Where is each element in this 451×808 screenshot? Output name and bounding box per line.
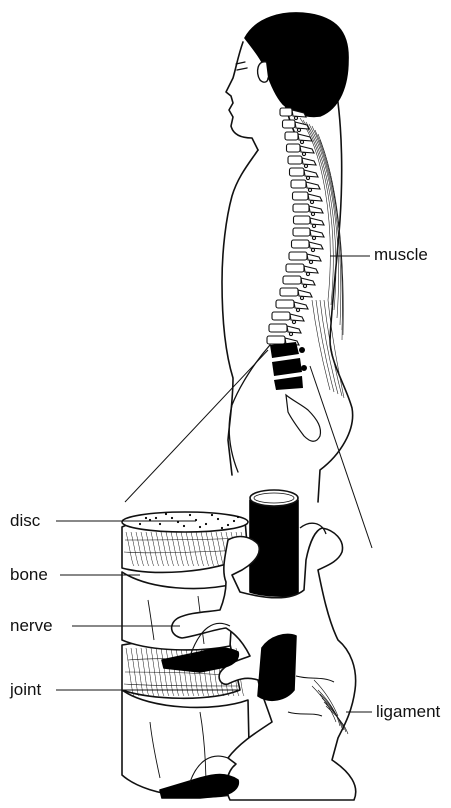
- vertebra-joint: [311, 248, 314, 251]
- spinous-process: [309, 206, 323, 213]
- sacrum: [286, 395, 321, 441]
- vertebra-joint: [289, 332, 292, 335]
- vertebra-body: [290, 168, 305, 176]
- disc-speckle: [217, 518, 219, 520]
- label-joint: joint: [10, 681, 41, 698]
- vertebra-joint: [310, 200, 313, 203]
- disc-speckle: [233, 520, 235, 522]
- vertebra-joint: [312, 224, 315, 227]
- face-profile: [226, 42, 258, 150]
- label-muscle: muscle: [374, 246, 428, 263]
- disc-top-surface: [122, 512, 248, 532]
- vertebra-body: [280, 108, 292, 116]
- vertebra-body: [292, 240, 310, 248]
- disc-speckle: [139, 523, 141, 525]
- vertebra-joint: [302, 152, 305, 155]
- spinous-process: [307, 254, 321, 261]
- disc-speckle: [189, 514, 191, 516]
- label-ligament: ligament: [376, 703, 440, 720]
- vertebra-body: [293, 228, 310, 236]
- spinous-process: [304, 266, 318, 273]
- vertebra-joint: [308, 188, 311, 191]
- disc-speckle: [199, 526, 201, 528]
- vertebra-body: [283, 276, 301, 284]
- vertebra-body: [283, 120, 296, 128]
- vertebra-body: [289, 252, 307, 260]
- disc-speckle: [237, 516, 239, 518]
- vertebra-body: [294, 216, 311, 224]
- spinous-process: [298, 290, 312, 297]
- eye: [237, 68, 247, 70]
- vertebra-body: [272, 312, 290, 320]
- vertebra-joint: [294, 116, 297, 119]
- vertebra-joint: [304, 164, 307, 167]
- vertebra-detail: [122, 490, 356, 800]
- spinous-process: [300, 146, 314, 153]
- vertebra-joint: [296, 308, 299, 311]
- vertebra-body: [293, 192, 309, 200]
- disc-speckle: [165, 513, 167, 515]
- disc-speckle: [159, 523, 161, 525]
- label-nerve: nerve: [10, 617, 53, 634]
- disc-speckle: [183, 525, 185, 527]
- spinous-process: [301, 278, 315, 285]
- vertebra-body: [280, 288, 298, 296]
- vertebra-body: [286, 264, 304, 272]
- vertebra-body: [287, 144, 301, 152]
- torso-front: [222, 150, 258, 475]
- vertebra-body: [276, 300, 294, 308]
- vertebra-joint: [300, 296, 303, 299]
- vertebra-body: [293, 204, 309, 212]
- spinous-process: [306, 182, 320, 189]
- disc-speckle: [145, 517, 147, 519]
- disc-speckle: [155, 517, 157, 519]
- vertebra-joint: [292, 320, 295, 323]
- vertebra-body: [269, 324, 287, 332]
- label-disc: disc: [10, 512, 40, 529]
- disc-speckle: [227, 524, 229, 526]
- vertebra-joint: [311, 212, 314, 215]
- vertebra-joint: [312, 236, 315, 239]
- disc-speckle: [205, 523, 207, 525]
- spinous-process: [298, 134, 312, 141]
- vertebra-body: [291, 180, 306, 188]
- disc-speckle: [221, 527, 223, 529]
- vertebra-body: [288, 156, 302, 164]
- spinous-process: [308, 194, 322, 201]
- vertebra-joint: [309, 260, 312, 263]
- vertebra-joint: [303, 284, 306, 287]
- spine-column: [267, 108, 324, 348]
- spinous-process: [294, 302, 308, 309]
- spinous-process: [290, 314, 304, 321]
- vertebra-body: [285, 132, 298, 140]
- spinous-process: [304, 170, 318, 177]
- vertebra-joint: [306, 176, 309, 179]
- vertebra-joint: [300, 140, 303, 143]
- lumbar-highlight: [270, 342, 307, 390]
- disc-speckle: [171, 517, 173, 519]
- vertebra-body: [267, 336, 285, 344]
- spinous-process: [287, 326, 301, 333]
- label-bone: bone: [10, 566, 48, 583]
- spinous-process: [310, 218, 324, 225]
- spinous-process: [302, 158, 316, 165]
- vertebra-joint: [306, 272, 309, 275]
- vertebra-joint: [297, 128, 300, 131]
- spinous-process: [309, 242, 323, 249]
- disc-speckle: [211, 514, 213, 516]
- arm: [229, 345, 270, 472]
- spinous-process: [310, 230, 324, 237]
